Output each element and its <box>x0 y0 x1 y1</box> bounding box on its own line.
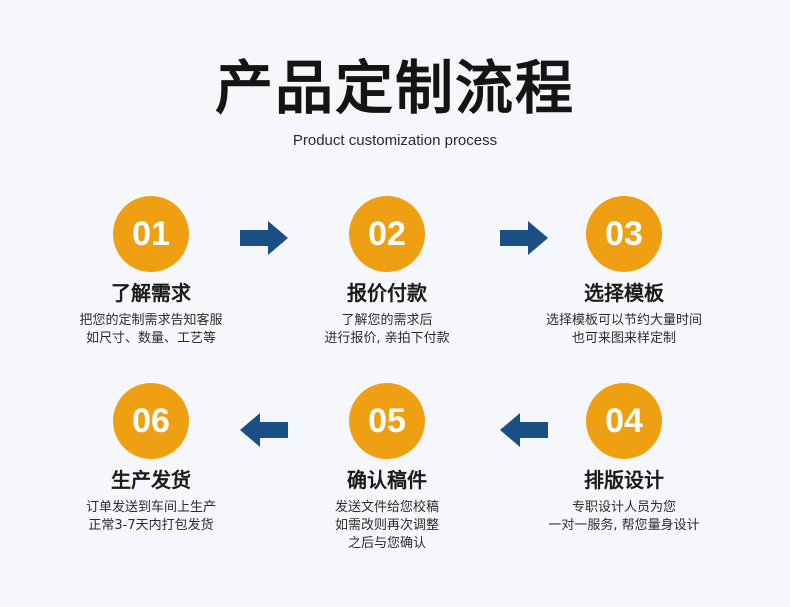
step-06: 06 生产发货 订单发送到车间上生产 正常3-7天内打包发货 <box>31 383 271 535</box>
step-description: 了解您的需求后 进行报价, 亲拍下付款 <box>267 312 507 348</box>
arrow-left-icon <box>240 413 288 447</box>
step-05: 05 确认稿件 发送文件给您校稿 如需改则再次调整 之后与您确认 <box>267 383 507 553</box>
step-description-line: 选择模板可以节约大量时间 <box>545 313 702 328</box>
step-description-line: 进行报价, 亲拍下付款 <box>324 331 450 346</box>
arrow-right-icon <box>240 221 288 255</box>
step-number-badge: 02 <box>349 196 425 272</box>
step-description-line: 如尺寸、数量、工艺等 <box>85 331 216 346</box>
step-04: 04 排版设计 专职设计人员为您 一对一服务, 帮您量身设计 <box>504 383 744 535</box>
step-number-badge: 06 <box>113 383 189 459</box>
step-description-line: 订单发送到车间上生产 <box>85 500 216 515</box>
step-description-line: 专职设计人员为您 <box>571 500 676 515</box>
step-description-line: 之后与您确认 <box>347 536 426 551</box>
step-description-line: 正常3-7天内打包发货 <box>88 518 214 533</box>
step-title: 确认稿件 <box>347 468 427 492</box>
step-01: 01 了解需求 把您的定制需求告知客服 如尺寸、数量、工艺等 <box>31 196 271 348</box>
page-subtitle: Product customization process <box>292 132 498 149</box>
step-description-line: 发送文件给您校稿 <box>334 500 439 515</box>
step-description: 把您的定制需求告知客服 如尺寸、数量、工艺等 <box>31 312 271 348</box>
step-number-badge: 03 <box>586 196 662 272</box>
step-02: 02 报价付款 了解您的需求后 进行报价, 亲拍下付款 <box>267 196 507 348</box>
step-03: 03 选择模板 选择模板可以节约大量时间 也可来图来样定制 <box>504 196 744 348</box>
step-number-badge: 05 <box>349 383 425 459</box>
step-title: 生产发货 <box>111 468 191 492</box>
step-title: 报价付款 <box>347 281 427 305</box>
step-description-line: 把您的定制需求告知客服 <box>79 313 223 328</box>
step-title: 了解需求 <box>111 281 191 305</box>
step-description: 订单发送到车间上生产 正常3-7天内打包发货 <box>31 499 271 535</box>
step-description-line: 了解您的需求后 <box>341 313 433 328</box>
arrow-right-icon <box>500 221 548 255</box>
step-description-line: 如需改则再次调整 <box>334 518 439 533</box>
arrow-left-icon <box>500 413 548 447</box>
step-description: 发送文件给您校稿 如需改则再次调整 之后与您确认 <box>267 499 507 553</box>
step-description: 选择模板可以节约大量时间 也可来图来样定制 <box>504 312 744 348</box>
page-title: 产品定制流程 <box>214 54 575 122</box>
step-title: 排版设计 <box>584 468 664 492</box>
step-description-line: 也可来图来样定制 <box>571 331 676 346</box>
step-title: 选择模板 <box>584 281 664 305</box>
step-number-badge: 04 <box>586 383 662 459</box>
step-number-badge: 01 <box>113 196 189 272</box>
step-description-line: 一对一服务, 帮您量身设计 <box>548 518 700 533</box>
step-description: 专职设计人员为您 一对一服务, 帮您量身设计 <box>504 499 744 535</box>
